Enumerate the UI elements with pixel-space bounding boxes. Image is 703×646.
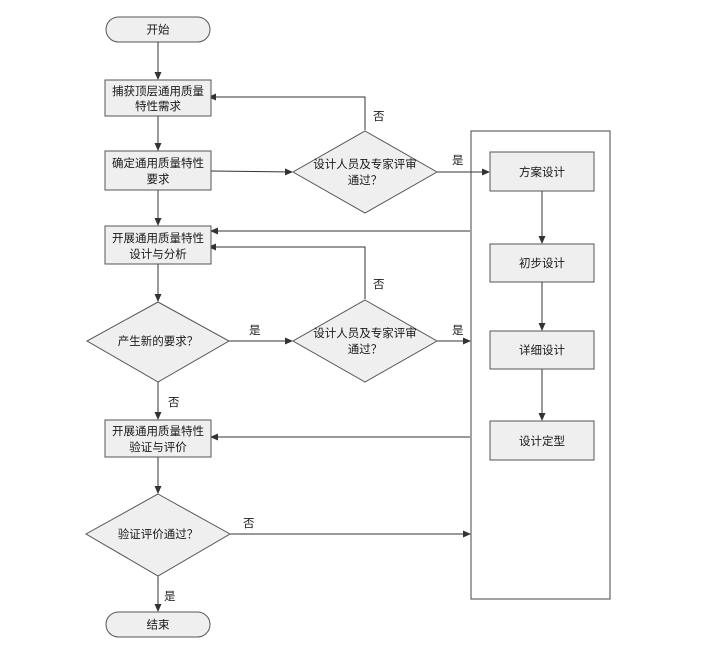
detailed-design-box: 详细设计 (489, 330, 595, 370)
verify-pass-diamond-shape (84, 493, 232, 577)
review1-label-line1: 设计人员及专家评审 (313, 157, 417, 171)
review1-diamond-shape (291, 130, 439, 214)
edges (154, 42, 546, 612)
end-label: 结束 (147, 618, 170, 632)
determine-label-line2: 要求 (147, 172, 170, 186)
edge-review2-no-to-analysis (208, 243, 366, 299)
scheme-design-box: 方案设计 (489, 151, 595, 192)
detail-box-shape (489, 330, 595, 370)
final-box-shape (489, 420, 595, 461)
review2-decision: 设计人员及专家评审 通过？ (291, 299, 439, 383)
prelim-label: 初步设计 (519, 256, 565, 270)
review1-yes-label: 是 (452, 153, 464, 167)
new-req-no-label: 否 (168, 395, 180, 409)
capture-box-shape (104, 79, 212, 117)
scheme-label: 方案设计 (519, 165, 565, 179)
review2-diamond-shape (291, 299, 439, 383)
detail-label: 详细设计 (519, 343, 565, 357)
capture-label-line2: 特性需求 (135, 99, 181, 113)
determine-box-shape (104, 150, 212, 191)
review2-label-line2: 通过？ (348, 342, 383, 356)
review1-no-label: 否 (373, 109, 385, 123)
verify-no-label: 否 (243, 516, 255, 530)
analysis-label-line1: 开展通用质量特性 (112, 231, 204, 245)
new-requirement-decision: 产生新的要求？ (85, 301, 231, 383)
scheme-box-shape (489, 151, 595, 192)
start-node: 开始 (105, 16, 211, 43)
verify-pass-label: 验证评价通过？ (118, 527, 199, 541)
final-design-box: 设计定型 (489, 420, 595, 461)
review2-no-label: 否 (373, 277, 385, 291)
analysis-box: 开展通用质量特性 设计与分析 (104, 225, 212, 265)
verify-label-line1: 开展通用质量特性 (112, 424, 204, 438)
capture-requirements-box: 捕获顶层通用质量 特性需求 (104, 79, 212, 117)
verify-label-line2: 验证与评价 (129, 440, 187, 454)
preliminary-design-box: 初步设计 (489, 243, 595, 283)
edge-review1-no-to-capture (208, 93, 366, 130)
edge-labels: 否 是 是 否 是 否 否 是 (164, 109, 464, 603)
design-phase-frame (470, 130, 611, 600)
start-label: 开始 (147, 23, 170, 37)
determine-requirements-box: 确定通用质量特性 要求 (104, 150, 212, 191)
edge-determine-to-review1 (210, 168, 293, 176)
verify-yes-label: 是 (164, 589, 176, 603)
capture-label-line1: 捕获顶层通用质量 (112, 84, 204, 98)
new-req-label: 产生新的要求？ (118, 334, 199, 348)
determine-label-line1: 确定通用质量特性 (112, 156, 204, 170)
review2-label-line1: 设计人员及专家评审 (313, 326, 417, 340)
new-req-diamond-shape (85, 301, 231, 383)
review1-decision: 设计人员及专家评审 通过？ (291, 130, 439, 214)
review1-label-line2: 通过？ (348, 173, 383, 187)
new-req-yes-label: 是 (249, 323, 261, 337)
end-node: 结束 (105, 611, 211, 638)
prelim-box-shape (489, 243, 595, 283)
start-terminal-shape (105, 16, 211, 43)
verify-box: 开展通用质量特性 验证与评价 (104, 419, 212, 458)
final-label: 设计定型 (519, 434, 565, 448)
verify-box-shape (104, 419, 212, 458)
end-terminal-shape (105, 611, 211, 638)
analysis-label-line2: 设计与分析 (129, 247, 187, 261)
analysis-box-shape (104, 225, 212, 265)
review2-yes-label: 是 (452, 323, 464, 337)
verify-pass-decision: 验证评价通过？ (84, 493, 232, 577)
